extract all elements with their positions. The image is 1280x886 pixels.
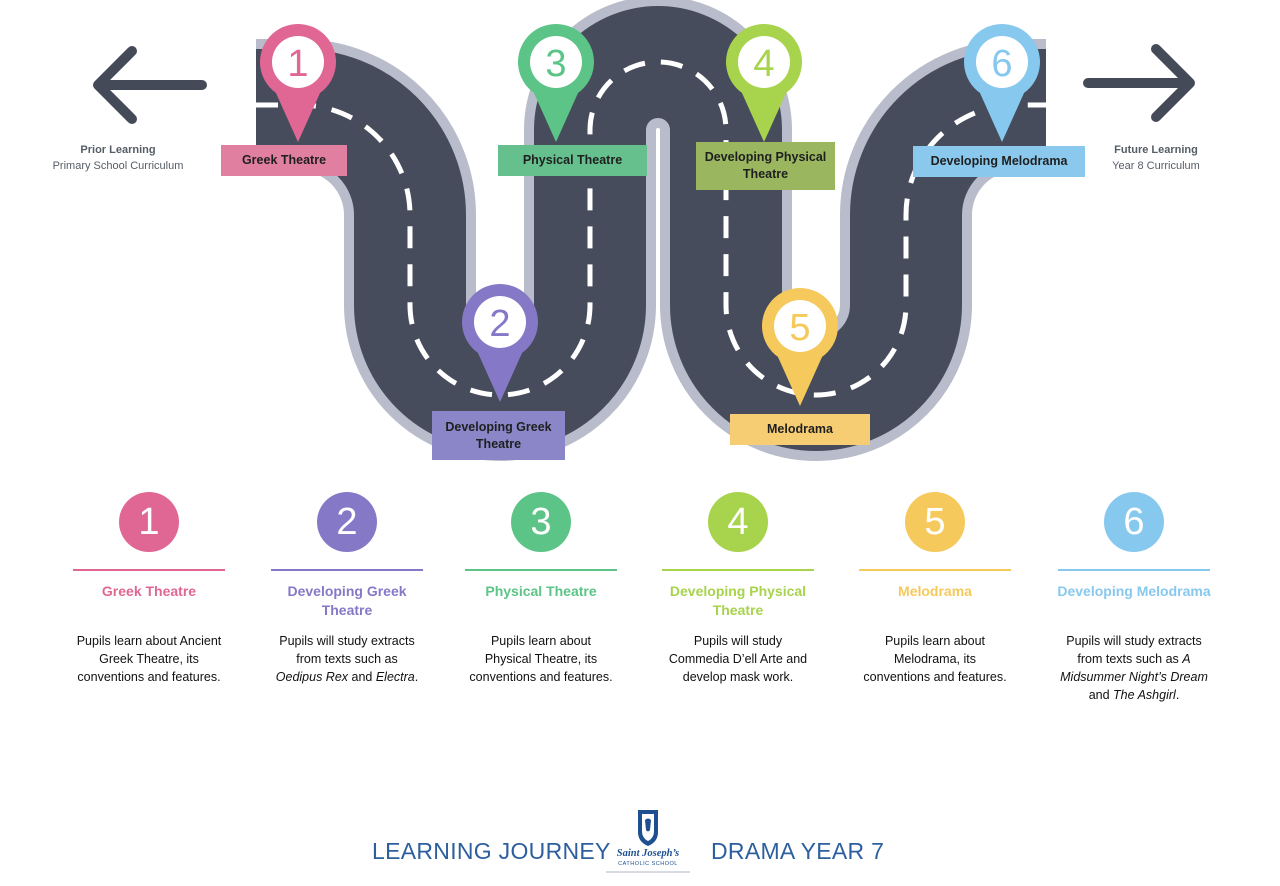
pin-number: 2 [489, 303, 510, 345]
logo-subtitle: CATHOLIC SCHOOL [618, 861, 678, 867]
stop-label-5: Melodrama [730, 414, 870, 445]
logo-name: Saint Joseph’s [616, 848, 680, 859]
prior-learning-title: Prior Learning [80, 144, 156, 156]
stop-label-6: Developing Melodrama [913, 146, 1085, 177]
stage-description: Pupils will study extracts from texts su… [275, 634, 419, 684]
map-pin-2-icon: 2 [462, 284, 538, 402]
map-pin-1-icon: 1 [260, 24, 336, 142]
stage-description: Pupils learn about Physical Theatre, its… [469, 634, 613, 684]
pin-number: 3 [545, 43, 566, 85]
prior-learning-subtitle: Primary School Curriculum [52, 160, 184, 172]
map-pin-6-icon: 6 [964, 24, 1040, 142]
stop-label-4: Developing Physical Theatre [696, 142, 835, 190]
pin-number: 4 [753, 43, 774, 85]
stage-number-circle: 5 [905, 492, 965, 552]
road-center-dashes [256, 59, 1046, 398]
school-crest-icon [606, 810, 690, 873]
stage-number-circle: 2 [317, 492, 377, 552]
stage-description: Pupils learn about Melodrama, its conven… [863, 634, 1007, 684]
stop-label-1: Greek Theatre [221, 145, 347, 176]
future-learning-subtitle: Year 8 Curriculum [1112, 160, 1200, 172]
stage-description: Pupils will study Commedia D’ell Arte an… [668, 634, 808, 684]
stage-title: Developing Melodrama [1057, 583, 1211, 599]
stage-description: Pupils learn about Ancient Greek Theatre… [76, 634, 222, 684]
stage-title: Developing Greek Theatre [287, 583, 407, 618]
stage-number-circle: 1 [119, 492, 179, 552]
stage-divider [465, 569, 617, 571]
stage-divider [1058, 569, 1210, 571]
stage-divider [271, 569, 423, 571]
stage-title: Physical Theatre [485, 583, 597, 599]
school-logo: Saint Joseph’s CATHOLIC SCHOOL [604, 806, 692, 874]
stage-column-3: 3 Physical Theatre Pupils learn about Ph… [463, 492, 619, 686]
future-learning-label: Future Learning Year 8 Curriculum [1090, 142, 1222, 174]
prior-learning-label: Prior Learning Primary School Curriculum [40, 142, 196, 174]
future-learning-title: Future Learning [1114, 144, 1198, 156]
map-pins: 1 2 3 4 5 6 [260, 23, 1040, 406]
stop-label-2: Developing Greek Theatre [432, 411, 565, 460]
stage-column-1: 1 Greek Theatre Pupils learn about Ancie… [71, 492, 227, 686]
stage-title: Developing Physical Theatre [669, 583, 807, 618]
map-pin-3-icon: 3 [517, 23, 594, 142]
map-pin-5-icon: 5 [762, 288, 838, 406]
stage-divider [662, 569, 814, 571]
stage-title: Greek Theatre [101, 583, 197, 599]
stage-divider [859, 569, 1011, 571]
stage-column-5: 5 Melodrama Pupils learn about Melodrama… [857, 492, 1013, 686]
road [256, 0, 1046, 461]
pin-number: 6 [991, 43, 1012, 85]
stage-divider [73, 569, 225, 571]
stage-column-6: 6 Developing Melodrama Pupils will study… [1054, 492, 1214, 704]
pin-number: 1 [287, 43, 308, 85]
stop-label-3: Physical Theatre [498, 145, 647, 176]
footer-drama-year: DRAMA YEAR 7 [711, 838, 885, 864]
footer-learning-journey: LEARNING JOURNEY [372, 838, 611, 864]
map-pin-4-icon: 4 [725, 24, 802, 142]
pin-number: 5 [789, 307, 810, 349]
arrow-left-icon [93, 46, 207, 124]
arrow-right-icon [1083, 44, 1195, 122]
stage-description: Pupils will study extracts from texts su… [1060, 634, 1208, 702]
stage-column-4: 4 Developing Physical Theatre Pupils wil… [660, 492, 816, 686]
stage-number-circle: 4 [708, 492, 768, 552]
stage-column-2: 2 Developing Greek Theatre Pupils will s… [269, 492, 425, 686]
stage-number-circle: 6 [1104, 492, 1164, 552]
road-diagram: 1 2 3 4 5 6 [93, 0, 1195, 461]
stage-title: Melodrama [898, 583, 972, 599]
stage-number-circle: 3 [511, 492, 571, 552]
